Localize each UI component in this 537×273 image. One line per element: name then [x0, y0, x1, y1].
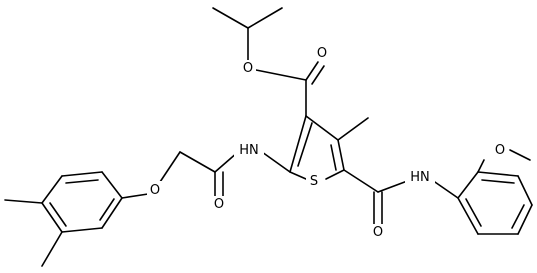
atom-o-ester: O — [240, 60, 256, 76]
bond-ar1-methyl-3 — [41, 231, 63, 267]
bond-ester-carbonyl-2 — [311, 65, 325, 85]
bond-s-c2 — [289, 171, 307, 180]
bond-ar2-2-inner — [481, 179, 515, 184]
bond-ar1-2-inner — [65, 179, 99, 184]
bond-c5-s — [325, 169, 345, 180]
bond-carbonyl-ch2 — [179, 151, 216, 173]
bond-c4-c5-inner — [330, 144, 337, 171]
bond-ar1-6-inner — [99, 198, 115, 221]
bond-ar2-3 — [517, 175, 533, 206]
atom-o-amide-left: O — [211, 196, 227, 212]
atom-o-amide-right: O — [370, 224, 386, 240]
bond-o-aryl — [121, 193, 149, 199]
atom-nh-left: HN — [234, 141, 264, 158]
svg-text:O: O — [214, 197, 224, 212]
bond-ar2-4-inner — [511, 204, 525, 229]
bond-c4-c5 — [337, 139, 345, 171]
bond-ar2-6 — [457, 197, 479, 235]
atom-o-methoxy: O — [492, 141, 508, 158]
bond-isopropyl-methyl-right — [247, 7, 283, 29]
bond-ar1-1 — [101, 171, 123, 199]
bond-ar2-4 — [517, 204, 533, 235]
svg-text:HN: HN — [410, 170, 430, 185]
atom-o-ether: O — [147, 181, 163, 198]
bond-ch2-o — [159, 151, 181, 183]
bond-ar1-3 — [41, 175, 63, 204]
bond-isopropyl-methyl-left — [212, 7, 249, 29]
svg-text:S: S — [310, 174, 318, 189]
bond-c3-c4 — [305, 115, 339, 141]
bond-ar1-4 — [41, 202, 63, 233]
bond-ar2-1 — [457, 171, 479, 199]
bond-ar1-methyl-4 — [4, 199, 43, 204]
bond-ar2-2 — [477, 171, 519, 177]
bonds — [4, 7, 533, 267]
atom-nh-right: HN — [405, 168, 435, 185]
atom-o-ester-carbonyl: O — [314, 44, 330, 61]
bond-ar1-2 — [61, 171, 103, 177]
bond-ar1-6 — [101, 197, 123, 229]
bond-ar2-6-inner — [465, 198, 482, 227]
atom-s-thiophene: S — [306, 172, 322, 189]
svg-text:O: O — [243, 61, 253, 76]
bond-ester-carbonyl-1 — [305, 61, 319, 81]
svg-text:O: O — [373, 225, 383, 240]
bond-c2-nh — [261, 151, 291, 173]
bond-methoxy-o-ch3 — [509, 149, 531, 161]
bond-ar1-4-inner — [49, 202, 67, 227]
atom-labels: O O HN O O S HN O — [147, 44, 508, 240]
bond-ar2-o-methoxy — [477, 159, 485, 173]
bond-ar1-5 — [61, 227, 103, 233]
bond-c5-carbonyl-c — [343, 169, 379, 193]
bond-ester-o-carbon — [255, 69, 307, 81]
bond-c2-c3 — [289, 115, 307, 173]
svg-text:O: O — [317, 46, 327, 61]
bond-carbonyl-nh-right — [377, 179, 411, 193]
bond-c2-c3-inner — [297, 122, 313, 167]
bond-c4-methyl — [337, 117, 369, 141]
bond-nh-aryl-right — [431, 179, 459, 199]
svg-text:O: O — [495, 143, 505, 158]
svg-text:HN: HN — [239, 143, 259, 158]
svg-text:O: O — [150, 183, 160, 198]
